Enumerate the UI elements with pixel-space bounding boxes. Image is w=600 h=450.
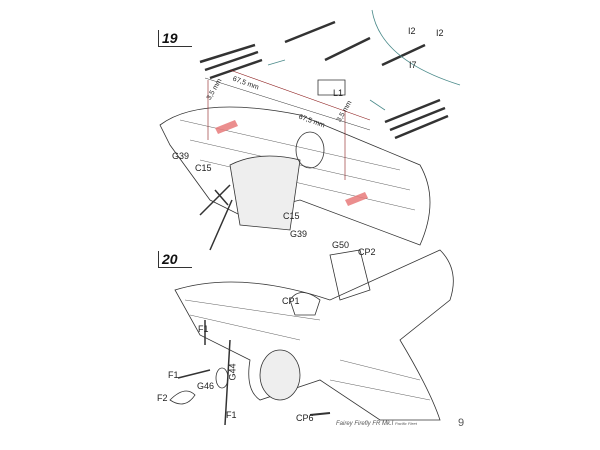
part-label-f1: F1 (226, 410, 237, 420)
guide-lines (207, 69, 371, 180)
part-label-cp2: CP2 (358, 247, 376, 257)
step-20-label: 20 (158, 251, 192, 268)
rockets-left (199, 43, 263, 80)
footer-subtitle: Pacific Fleet (395, 421, 417, 426)
canopy (295, 131, 325, 169)
part-label-g50: G50 (332, 240, 350, 250)
canopy-cp2 (329, 249, 371, 301)
ring-g44 (215, 367, 229, 389)
part-label-g44: G44 (227, 363, 238, 381)
dimension-line (204, 77, 371, 131)
wing-outline (159, 106, 431, 246)
aircraft-panel-lines (184, 299, 431, 401)
part-label-cp6: CP6 (296, 413, 314, 423)
page-number: 9 (458, 417, 465, 429)
instruction-page (148, 0, 458, 450)
part-label-i2: I2 (408, 26, 416, 36)
rockets-center (284, 20, 371, 62)
rockets-right (384, 98, 449, 140)
rack-l1 (317, 79, 346, 96)
part-label-g46: G46 (197, 381, 215, 391)
part-label-g39: G39 (290, 229, 308, 239)
footer-title-text: Fairey Firefly FR Mk.I (336, 421, 394, 427)
propeller-blades (177, 320, 231, 426)
part-cp6 (309, 412, 331, 416)
step-19-label: 19 (158, 30, 192, 47)
highlight-left (215, 120, 238, 134)
fuselage-outline (229, 155, 301, 231)
part-label-cp1: CP1 (282, 296, 300, 306)
part-label-f2: F2 (157, 393, 168, 403)
part-label-l1: L1 (333, 88, 344, 98)
part-label-i2: I2 (436, 28, 444, 38)
aircraft-outline (174, 249, 454, 421)
engine-cowling (259, 349, 301, 401)
canopy-cp1 (289, 292, 321, 316)
rocket-detail (381, 43, 426, 67)
callout-curve (371, 9, 461, 86)
spinner-f2 (169, 390, 196, 405)
part-label-c15: C15 (283, 211, 300, 221)
part-label-f1: F1 (168, 370, 179, 380)
highlight-right (345, 192, 368, 206)
part-label-g39: G39 (172, 151, 190, 161)
part-label-f1: F1 (198, 324, 209, 334)
part-label-c15: C15 (195, 163, 212, 173)
propeller (199, 184, 233, 251)
part-label-i7: I7 (409, 60, 417, 70)
callout-arrows (267, 59, 386, 111)
footer-title: Fairey Firefly FR Mk.I Pacific Fleet (336, 421, 417, 427)
